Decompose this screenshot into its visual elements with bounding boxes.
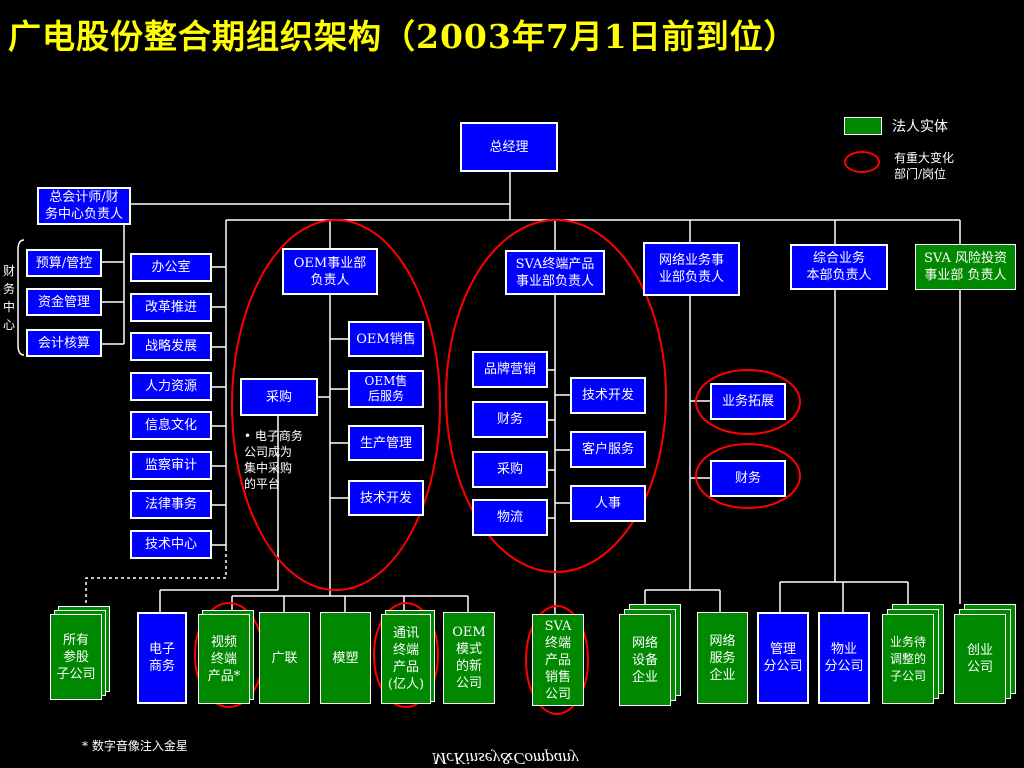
network-bizdev-box: 业务拓展 [710,383,786,420]
entity-equity-subsidiaries: 所有 参股 子公司 [50,614,102,700]
finance-box-treasury: 资金管理 [26,288,102,316]
footnote: * 数字音像注入金星 [82,739,188,753]
entity-network-equipment: 网络 设备 企业 [619,614,671,706]
oem-procurement-note: • 电子商务 公司成为 集中采购 的平台 [244,429,303,491]
finance-box-accounting: 会计核算 [26,329,102,357]
staff-box-office: 办公室 [130,253,212,282]
entity-venture-company: 创业 公司 [954,614,1006,704]
oem-procurement-box: 采购 [240,378,318,416]
sva-customer-service-box: 客户服务 [570,431,646,468]
legend-entity-label: 法人实体 [892,119,948,135]
entity-pending-subsidiaries: 业务待 调整的 子公司 [882,614,934,704]
oem-production-box: 生产管理 [348,425,424,461]
entity-property-branch: 物业 分公司 [818,612,870,704]
entity-network-service: 网络 服务 企业 [697,612,748,704]
entity-moulding: 模塑 [320,612,371,704]
general-manager-box: 总经理 [460,122,558,172]
entity-management-branch: 管理 分公司 [757,612,809,704]
oem-techdev-box: 技术开发 [348,480,424,516]
sva-hr-box: 人事 [570,485,646,522]
network-finance-box: 财务 [710,460,786,497]
oem-sales-box: OEM销售 [348,321,424,357]
entity-comm-terminal: 通讯 终端 产品 (亿人) [381,614,431,704]
legend-change-label: 有重大变化 部门/岗位 [894,151,955,181]
entity-video-terminal: 视频 终端 产品* [198,614,250,704]
sva-head-box: SVA终端产品 事业部负责人 [505,250,605,295]
entity-sva-sales-company: SVA 终端 产品 销售 公司 [532,614,584,706]
oem-aftersales-box: OEM售 后服务 [348,370,424,408]
network-head-box: 网络业务事 业部负责人 [643,242,740,296]
staff-box-audit: 监察审计 [130,451,212,480]
staff-box-strategy: 战略发展 [130,332,212,361]
vc-head-box: SVA 风险投资 事业部 负责人 [915,244,1016,290]
cfo-box: 总会计师/财 务中心负责人 [37,187,131,225]
entity-guanglian: 广联 [259,612,310,704]
sva-techdev-box: 技术开发 [570,377,646,414]
oem-head-box: OEM事业部 负责人 [282,248,378,295]
entity-ecommerce: 电子 商务 [137,612,187,704]
staff-box-info: 信息文化 [130,411,212,440]
sva-procurement-box: 采购 [472,451,548,488]
general-head-box: 综合业务 本部负责人 [790,244,888,290]
staff-box-tech: 技术中心 [130,530,212,559]
legend-entity-swatch [844,117,882,135]
sva-logistics-box: 物流 [472,499,548,536]
entity-oem-new-company: OEM 模式 的新 公司 [443,612,495,704]
sva-finance-box: 财务 [472,401,548,438]
staff-box-legal: 法律事务 [130,490,212,519]
sva-brand-box: 品牌营销 [472,351,548,388]
staff-box-reform: 改革推进 [130,293,212,322]
finance-center-label: 财 务 中 心 [3,264,16,332]
staff-box-hr: 人力资源 [130,372,212,401]
page-title: 广电股份整合期组织架构（2003年7月1日前到位） [8,17,798,56]
mckinsey-logo: McKinsey&Company [432,749,579,768]
finance-box-budget: 预算/管控 [26,249,102,277]
